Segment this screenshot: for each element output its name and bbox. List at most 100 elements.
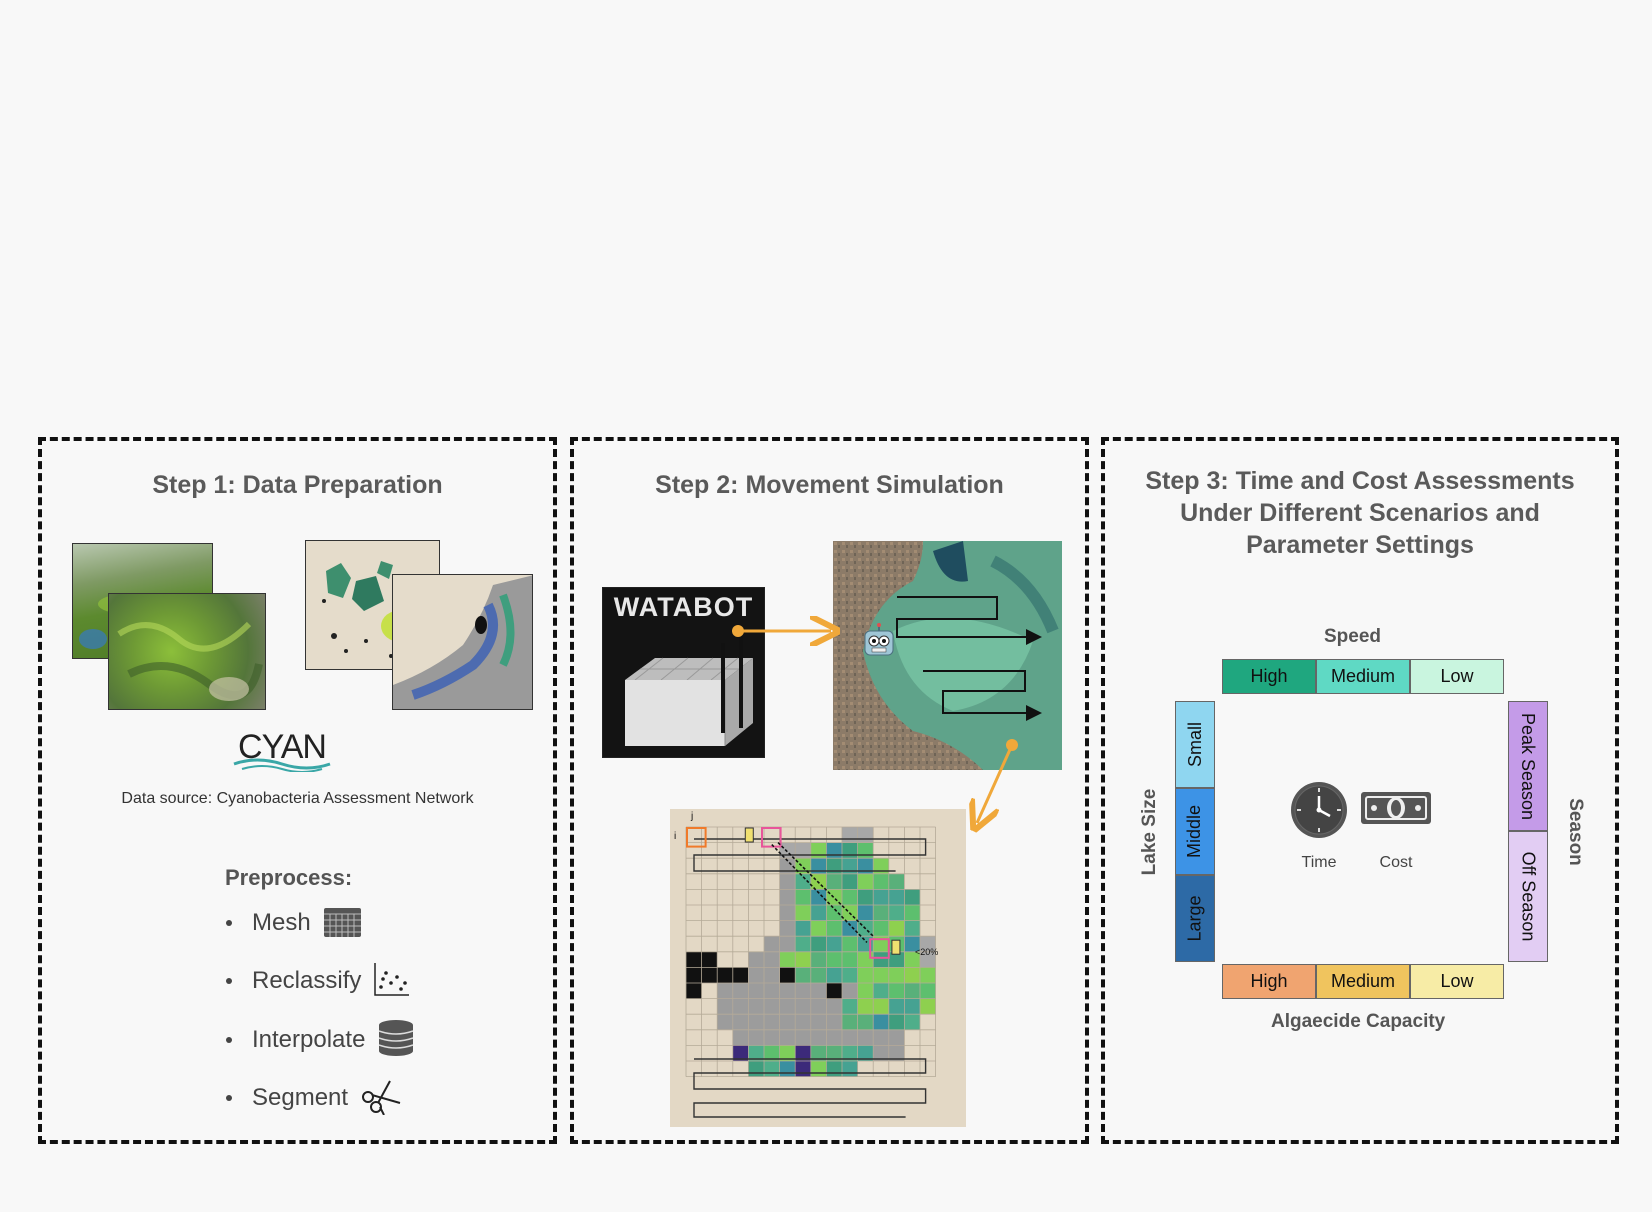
grid-cell	[810, 905, 827, 921]
algaecide-title: Algaecide Capacity	[1271, 1011, 1446, 1032]
grid-cell	[920, 998, 936, 1015]
grid-cell	[857, 1014, 874, 1030]
battery-low-label: <20%	[915, 947, 939, 957]
grid-cell	[873, 998, 889, 1015]
grid-cell	[810, 1014, 827, 1030]
preprocess-item-label: Segment	[252, 1084, 349, 1111]
grid-cell	[842, 998, 858, 1015]
grid-cell	[826, 858, 842, 874]
grid-cell	[826, 1061, 842, 1077]
grid-cell	[873, 873, 889, 890]
step1-title: Step 1: Data Preparation	[152, 471, 443, 499]
grid-cell	[779, 983, 796, 999]
grid-cell	[826, 1014, 842, 1030]
speed-high: High	[1222, 659, 1316, 694]
grid-cell	[686, 967, 702, 983]
grid-cell	[826, 1045, 842, 1061]
grid-cell	[904, 967, 920, 983]
grid-cell	[810, 920, 827, 937]
grid-cell	[826, 951, 842, 968]
grid-cell	[779, 998, 796, 1015]
preprocess-item-label: Mesh	[252, 909, 311, 936]
step3-panel: Step 3: Time and Cost Assessments Under …	[1101, 437, 1619, 1144]
preprocess-item-segment: Segment	[226, 1078, 402, 1118]
clock-icon	[1290, 781, 1348, 839]
grid-j-label: j	[691, 811, 694, 822]
grid-cell	[873, 967, 889, 983]
grid-cell	[810, 951, 827, 968]
grid-cell	[795, 983, 811, 999]
grid-map-cells	[685, 826, 937, 1118]
satellite-image-front	[108, 593, 266, 710]
grid-path-top	[693, 838, 927, 872]
grid-i-label: i	[674, 831, 677, 842]
grid-cell	[779, 936, 796, 952]
grid-cell	[732, 1014, 749, 1030]
grid-cell	[701, 951, 718, 968]
return-path-a	[771, 844, 868, 943]
season-off: Off Season	[1508, 831, 1548, 962]
grid-cell	[686, 983, 702, 999]
scissors-icon	[360, 1077, 402, 1120]
grid-cell	[873, 1014, 889, 1030]
grid-cell	[873, 983, 889, 999]
grid-cell	[748, 1014, 764, 1030]
grid-cell	[842, 842, 858, 859]
grid-cell	[810, 1045, 827, 1061]
algaecide-medium: Medium	[1316, 964, 1410, 999]
grid-cell	[795, 967, 811, 983]
grid-cell	[779, 1061, 796, 1077]
grid-cell	[764, 1014, 780, 1030]
grid-cell	[732, 1045, 749, 1061]
grid-cell	[795, 1014, 811, 1030]
grid-cell	[779, 920, 796, 937]
grid-cell	[810, 967, 827, 983]
grid-cell	[904, 905, 920, 921]
lake-size-middle: Middle	[1175, 788, 1215, 875]
grid-cell	[795, 936, 811, 952]
grid-cell	[842, 967, 858, 983]
return-path-b	[777, 842, 874, 937]
grid-cell	[904, 998, 920, 1015]
grid-cell	[795, 920, 811, 937]
preprocess-item-label: Interpolate	[252, 1026, 366, 1053]
grid-cell	[873, 1029, 889, 1046]
grid-cell	[857, 1045, 874, 1061]
grid-map: j i <20%	[670, 809, 966, 1127]
grid-cell	[857, 998, 874, 1015]
grid-cell	[795, 998, 811, 1015]
grid-cell	[826, 920, 842, 937]
grid-cell	[779, 1029, 796, 1046]
grid-cell	[701, 967, 718, 983]
grid-cell	[748, 998, 764, 1015]
watabot-label: WATABOT	[613, 592, 754, 622]
step1-panel: Step 1: Data Preparation	[38, 437, 557, 1144]
grid-cell	[857, 983, 874, 999]
grid-cell	[686, 951, 702, 968]
grid-cell	[795, 905, 811, 921]
cost-label: Cost	[1379, 854, 1413, 871]
grid-cell	[842, 1061, 858, 1077]
grid-cell	[764, 983, 780, 999]
preprocess-heading: Preprocess:	[225, 865, 353, 890]
grid-cell	[748, 1061, 764, 1077]
grid-cell	[795, 1061, 811, 1077]
grid-cell	[826, 983, 842, 999]
speed-title: Speed	[1324, 626, 1382, 647]
robot-icon	[861, 623, 897, 659]
grid-cell	[888, 920, 905, 937]
watabot-image: WATABOT	[602, 587, 765, 758]
season-peak: Peak Season	[1508, 701, 1548, 831]
preprocess-item-interpolate: Interpolate	[226, 1019, 415, 1060]
grid-cell	[732, 967, 749, 983]
grid-cell	[779, 873, 796, 890]
grid-cell	[717, 983, 733, 999]
grid-cell	[888, 1014, 905, 1030]
battery-icon-low	[891, 939, 901, 955]
grid-cell	[888, 967, 905, 983]
grid-cell	[857, 873, 874, 890]
grid-cell	[748, 1029, 764, 1046]
grid-cell	[795, 951, 811, 968]
grid-cell	[779, 889, 796, 905]
grid-cell	[888, 1045, 905, 1061]
